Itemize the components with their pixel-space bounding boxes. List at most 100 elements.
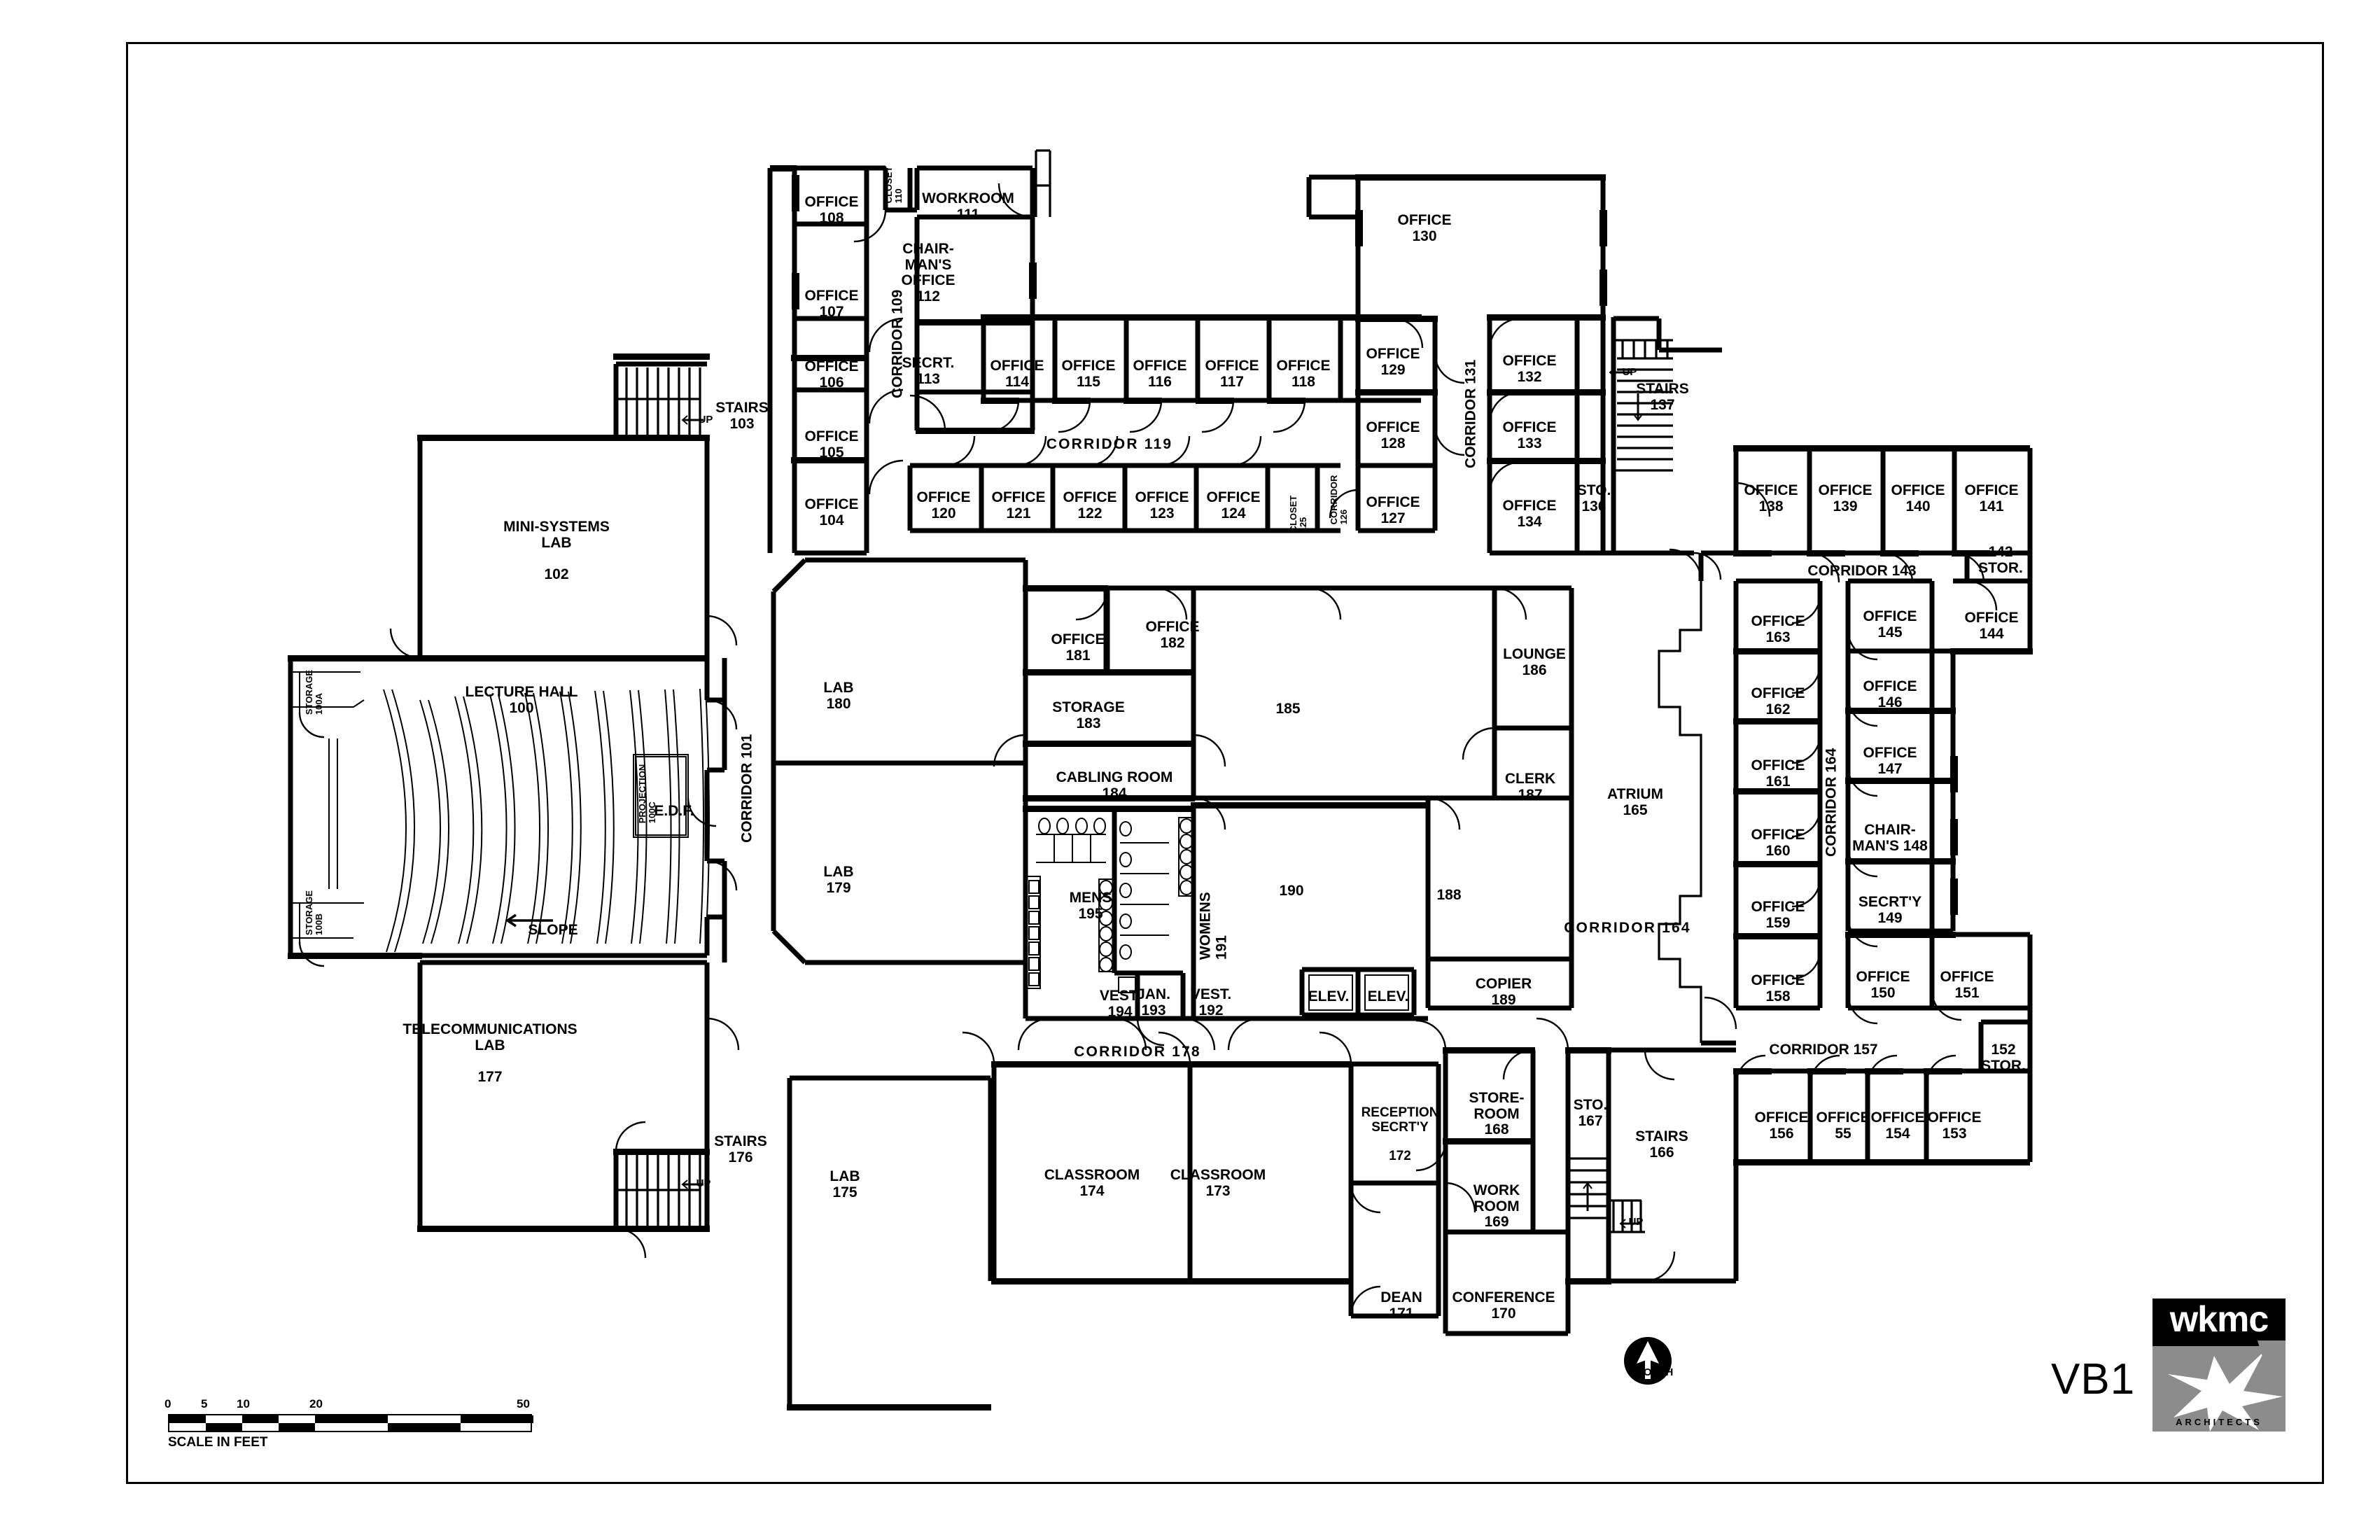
room-label-110: CLOSET 110	[883, 166, 904, 204]
room-label-EDF: E.D.F.	[654, 803, 694, 819]
north-arrow-icon	[1624, 1337, 1672, 1385]
room-label-129: OFFICE 129	[1366, 346, 1420, 378]
scale-tick-10: 10	[237, 1397, 250, 1410]
scale-tick-50: 50	[517, 1397, 530, 1410]
room-label-175: LAB 175	[830, 1168, 860, 1200]
room-label-102: MINI-SYSTEMS LAB 102	[503, 519, 610, 583]
firm-logo: wkmc ARCHITECTS	[2152, 1298, 2286, 1432]
scale-bar: 0 5 10 20 50 SCALE IN FEET	[164, 1397, 533, 1450]
room-label-170: CONFERENCE 170	[1452, 1289, 1555, 1322]
room-label-slope: SLOPE	[528, 922, 578, 938]
room-label-125: CLOSET 125	[1287, 495, 1308, 533]
room-label-169: WORK ROOM 169	[1473, 1182, 1520, 1231]
logo-star-icon	[2168, 1340, 2286, 1432]
room-label-up166: UP	[1628, 1216, 1644, 1228]
room-label-up103: UP	[698, 414, 713, 426]
room-label-148: CHAIR- MAN'S 148	[1852, 822, 1928, 854]
room-label-104: OFFICE 104	[804, 496, 859, 528]
room-label-121: OFFICE 121	[991, 489, 1046, 522]
room-label-150: OFFICE 150	[1856, 969, 1910, 1001]
room-label-177: TELECOMMUNICATIONS LAB 177	[402, 1021, 578, 1086]
room-label-168: STORE- ROOM 168	[1469, 1090, 1525, 1138]
room-label-192: VEST. 192	[1190, 986, 1232, 1018]
room-label-188: 188	[1436, 887, 1462, 903]
room-label-182: OFFICE 182	[1145, 619, 1200, 651]
room-label-149: SECRT'Y 149	[1858, 894, 1922, 926]
room-label-100A: STORAGE 100A	[303, 670, 324, 715]
room-label-147: OFFICE 147	[1863, 745, 1917, 777]
room-label-100: LECTURE HALL 100	[465, 684, 578, 716]
room-label-173: CLASSROOM 173	[1170, 1167, 1266, 1199]
room-label-119: CORRIDOR 119	[1046, 436, 1173, 452]
room-label-157: CORRIDOR 157	[1769, 1042, 1878, 1058]
room-label-178: CORRIDOR 178	[1074, 1044, 1201, 1060]
room-label-116: OFFICE 116	[1133, 358, 1187, 390]
room-label-127: OFFICE 127	[1366, 494, 1420, 526]
room-label-190: 190	[1279, 883, 1304, 899]
room-label-133: OFFICE 133	[1502, 419, 1557, 451]
room-label-181: OFFICE 181	[1051, 631, 1105, 664]
north-arrow-label: NORTH	[1636, 1366, 1674, 1378]
scale-caption: SCALE IN FEET	[168, 1435, 268, 1450]
room-label-172: RECEPTION SECRT'Y 172	[1361, 1105, 1439, 1163]
room-label-122: OFFICE 122	[1063, 489, 1117, 522]
room-label-155: OFFICE 55	[1816, 1110, 1870, 1142]
room-label-101: CORRIDOR 101	[738, 734, 755, 843]
room-label-136: STO. 136	[1576, 482, 1611, 514]
room-label-106: OFFICE 106	[804, 358, 859, 391]
room-label-195: MENS 195	[1069, 890, 1112, 922]
room-label-189: COPIER 189	[1475, 976, 1532, 1008]
room-label-165: ATRIUM 165	[1606, 786, 1664, 818]
room-label-191: WOMENS 191	[1197, 892, 1229, 960]
room-label-124: OFFICE 124	[1206, 489, 1261, 522]
room-label-112: CHAIR- MAN'S OFFICE 112	[901, 241, 955, 305]
room-label-158: OFFICE 158	[1751, 972, 1805, 1004]
room-label-128: OFFICE 128	[1366, 419, 1420, 451]
room-label-103: STAIRS 103	[715, 400, 769, 432]
room-label-171: DEAN 171	[1380, 1289, 1422, 1322]
room-label-up176: UP	[696, 1177, 711, 1189]
scale-tick-0: 0	[164, 1397, 172, 1410]
room-label-146: OFFICE 146	[1863, 678, 1917, 710]
room-label-117: OFFICE 117	[1205, 358, 1259, 390]
room-label-143: CORRIDOR 143	[1807, 563, 1917, 579]
room-label-193: JAN. 193	[1137, 986, 1170, 1018]
room-label-115: OFFICE 115	[1061, 358, 1116, 390]
room-label-138: OFFICE 138	[1744, 482, 1798, 514]
room-label-164: CORRIDOR 164	[1823, 748, 1840, 857]
room-label-118: OFFICE 118	[1276, 358, 1331, 390]
room-label-194: VEST. 194	[1099, 988, 1141, 1020]
room-label-105: OFFICE 105	[804, 428, 859, 461]
room-label-107: OFFICE 107	[804, 288, 859, 320]
room-label-139: OFFICE 139	[1818, 482, 1872, 514]
room-label-180: LAB 180	[823, 680, 854, 712]
room-label-145: OFFICE 145	[1863, 608, 1917, 640]
room-label-160: OFFICE 160	[1751, 827, 1805, 859]
room-label-137: STAIRS 137	[1636, 381, 1689, 413]
room-label-153: OFFICE 153	[1927, 1110, 1982, 1142]
room-label-162: OFFICE 162	[1751, 685, 1805, 718]
room-label-114: OFFICE 114	[990, 358, 1044, 390]
room-label-elev2: ELEV.	[1367, 988, 1409, 1004]
room-label-186: LOUNGE 186	[1503, 646, 1566, 678]
logo-subtitle: ARCHITECTS	[2176, 1417, 2262, 1427]
room-label-132: OFFICE 132	[1502, 353, 1557, 385]
room-label-144: OFFICE 144	[1964, 610, 2019, 642]
room-label-154: OFFICE 154	[1870, 1110, 1925, 1142]
room-label-120: OFFICE 120	[916, 489, 971, 522]
room-label-184: CABLING ROOM 184	[1056, 769, 1173, 802]
room-label-187: CLERK 187	[1504, 771, 1556, 803]
room-label-108: OFFICE 108	[804, 194, 859, 226]
room-label-up137: UP	[1622, 366, 1637, 378]
scale-bar-graphic	[168, 1414, 533, 1432]
room-label-161: OFFICE 161	[1751, 757, 1805, 790]
room-label-183: STORAGE 183	[1052, 699, 1125, 732]
room-label-111: WORKROOM 111	[922, 190, 1014, 223]
room-label-123: OFFICE 123	[1135, 489, 1189, 522]
room-label-164b: CORRIDOR 164	[1564, 920, 1691, 936]
room-label-100B: STORAGE 100B	[303, 890, 324, 936]
room-label-179: LAB 179	[823, 864, 854, 896]
logo-wordmark: wkmc	[2169, 1299, 2269, 1340]
room-label-140: OFFICE 140	[1891, 482, 1945, 514]
